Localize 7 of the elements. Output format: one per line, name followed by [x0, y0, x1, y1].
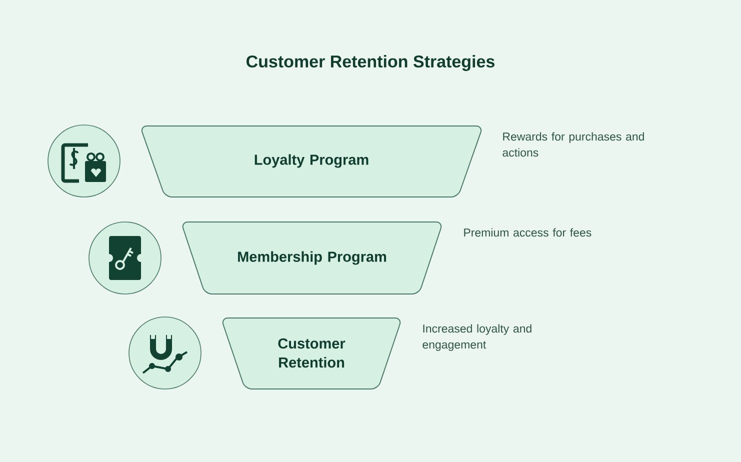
description-text: Rewards for purchases and actions	[502, 132, 644, 157]
title: Customer Retention Strategies	[246, 55, 494, 71]
trapezoid-box: Loyalty Program	[141, 126, 482, 198]
trapezoid-box: Customer Retention	[222, 318, 401, 390]
trapezoid-box: Membership Program	[182, 222, 442, 294]
description-text: Premium access for fees	[464, 228, 592, 237]
description-text: Increased loyalty and engagement	[422, 324, 532, 351]
